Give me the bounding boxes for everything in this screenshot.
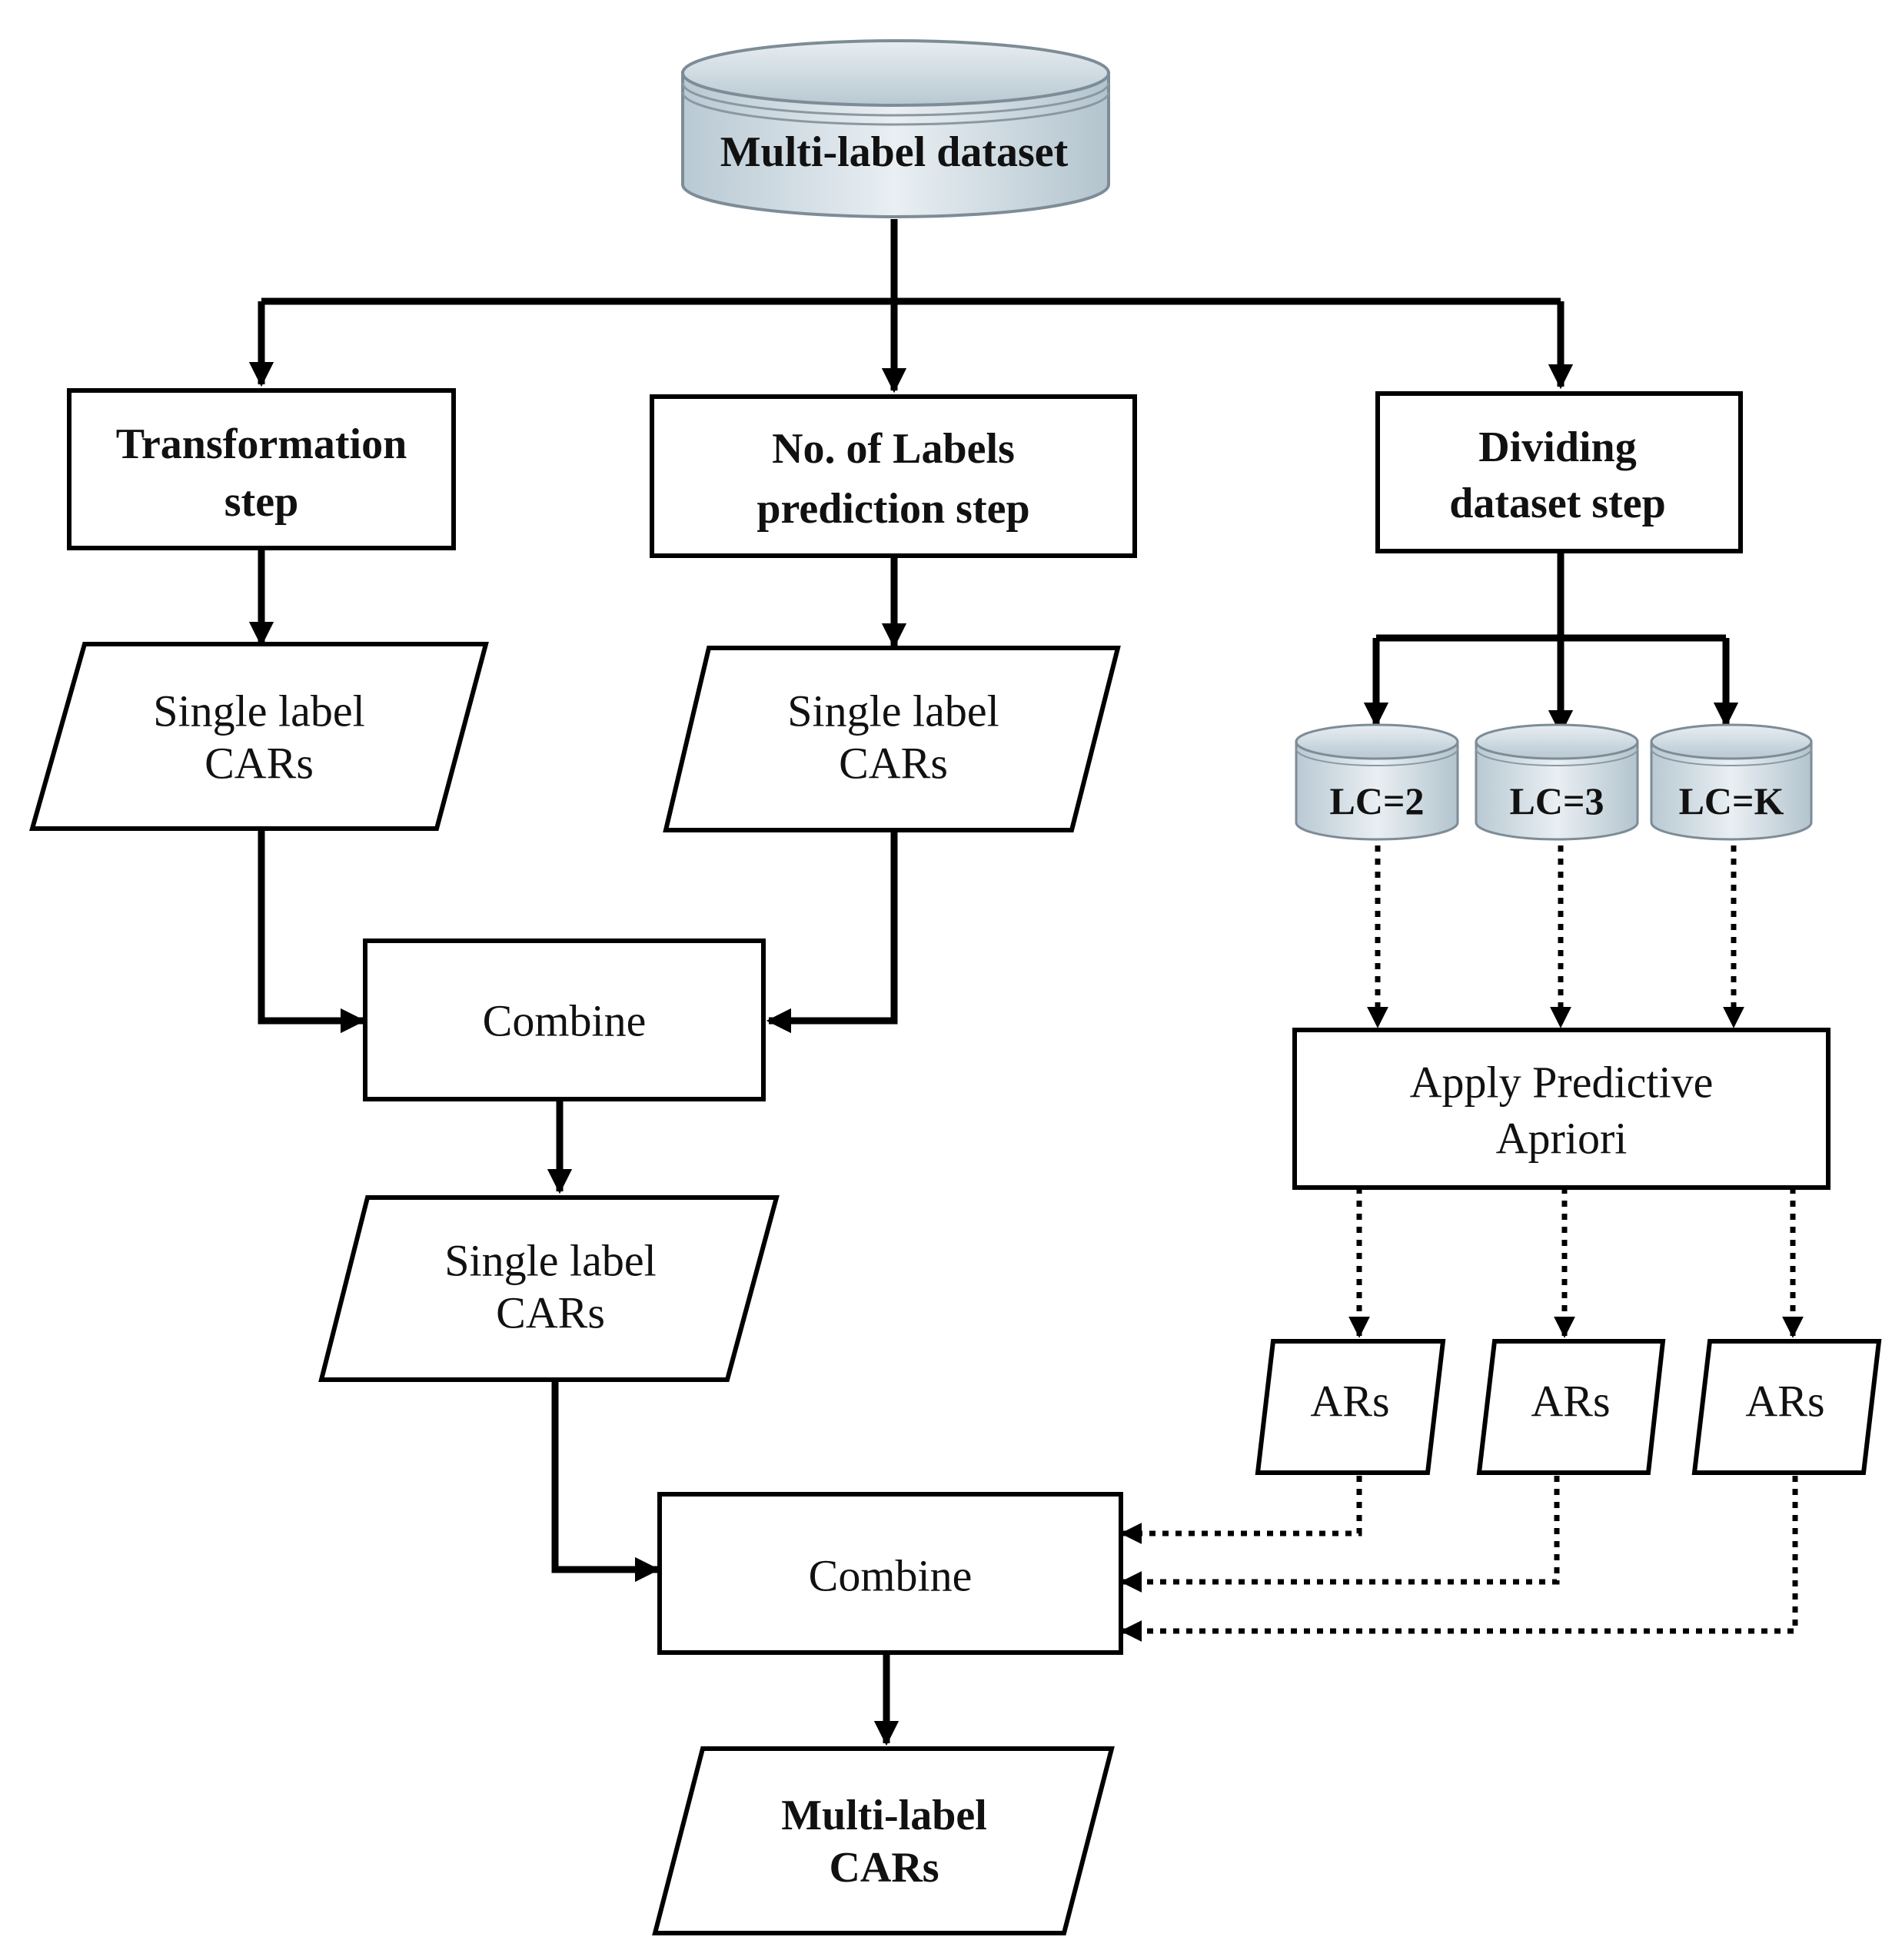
- combine-top: Combine: [363, 938, 766, 1101]
- apriori-step: Apply Predictive Apriori: [1292, 1028, 1831, 1190]
- cars-left: Single label CARs: [29, 642, 489, 831]
- ars-3: ARs: [1691, 1339, 1882, 1475]
- lc3-cylinder: LC=3: [1475, 723, 1639, 841]
- apriori-label-line2: Apriori: [1496, 1114, 1628, 1164]
- cars-left-line1: Single label: [153, 686, 364, 736]
- ars-3-label: ARs: [1745, 1377, 1824, 1427]
- cars-middle: Single label CARs: [663, 646, 1121, 832]
- dataset-label: Multi-label dataset: [720, 128, 1069, 176]
- dividing-step: Dividing dataset step: [1375, 391, 1743, 553]
- labels-prediction-label-line1: No. of Labels: [772, 425, 1015, 473]
- ars-1: ARs: [1255, 1339, 1446, 1475]
- dataset-cylinder: Multi-label dataset: [681, 39, 1110, 218]
- edge-cars-to-final-combine: [551, 1380, 660, 1583]
- edge-cars-left-to-combine: [258, 829, 366, 1034]
- ars-2-label: ARs: [1531, 1377, 1610, 1427]
- output-label-line2: CARs: [829, 1844, 939, 1892]
- cars-combined-line1: Single label: [444, 1236, 656, 1286]
- lck-cylinder: LC=K: [1650, 723, 1813, 841]
- combine-bottom-label: Combine: [809, 1551, 973, 1601]
- ars-2: ARs: [1476, 1339, 1666, 1475]
- combine-bottom: Combine: [657, 1492, 1123, 1655]
- cars-middle-line1: Single label: [787, 686, 999, 736]
- transformation-step: Transformation step: [67, 388, 456, 550]
- cars-combined-line2: CARs: [496, 1288, 605, 1338]
- dividing-label-line2: dataset step: [1449, 480, 1666, 527]
- ars-1-label: ARs: [1310, 1377, 1389, 1427]
- output-label-line1: Multi-label: [781, 1792, 987, 1839]
- labels-prediction-label-line2: prediction step: [756, 485, 1029, 533]
- lc2-label: LC=2: [1330, 779, 1425, 822]
- lck-label: LC=K: [1679, 779, 1784, 822]
- cars-combined: Single label CARs: [318, 1195, 780, 1382]
- transformation-label-line1: Transformation: [116, 420, 407, 468]
- lc3-label: LC=3: [1510, 779, 1604, 822]
- dividing-label-line1: Dividing: [1478, 424, 1636, 471]
- combine-top-label: Combine: [483, 996, 647, 1046]
- transformation-label-line2: step: [224, 478, 298, 526]
- edge-ars2-to-combine: [1120, 1476, 1560, 1593]
- labels-prediction-step: No. of Labels prediction step: [650, 394, 1137, 558]
- solid-edges: [248, 219, 1739, 1746]
- edge-ars3-to-combine: [1120, 1476, 1798, 1642]
- output-cars: Multi-label CARs: [652, 1746, 1115, 1935]
- edge-ars1-to-combine: [1120, 1476, 1362, 1544]
- cars-middle-line2: CARs: [839, 739, 948, 789]
- lc2-cylinder: LC=2: [1295, 723, 1459, 841]
- edge-cars-middle-to-combine: [766, 830, 898, 1034]
- dotted-edges: [1120, 845, 1804, 1642]
- cars-left-line2: CARs: [204, 739, 314, 789]
- apriori-label-line1: Apply Predictive: [1410, 1058, 1714, 1108]
